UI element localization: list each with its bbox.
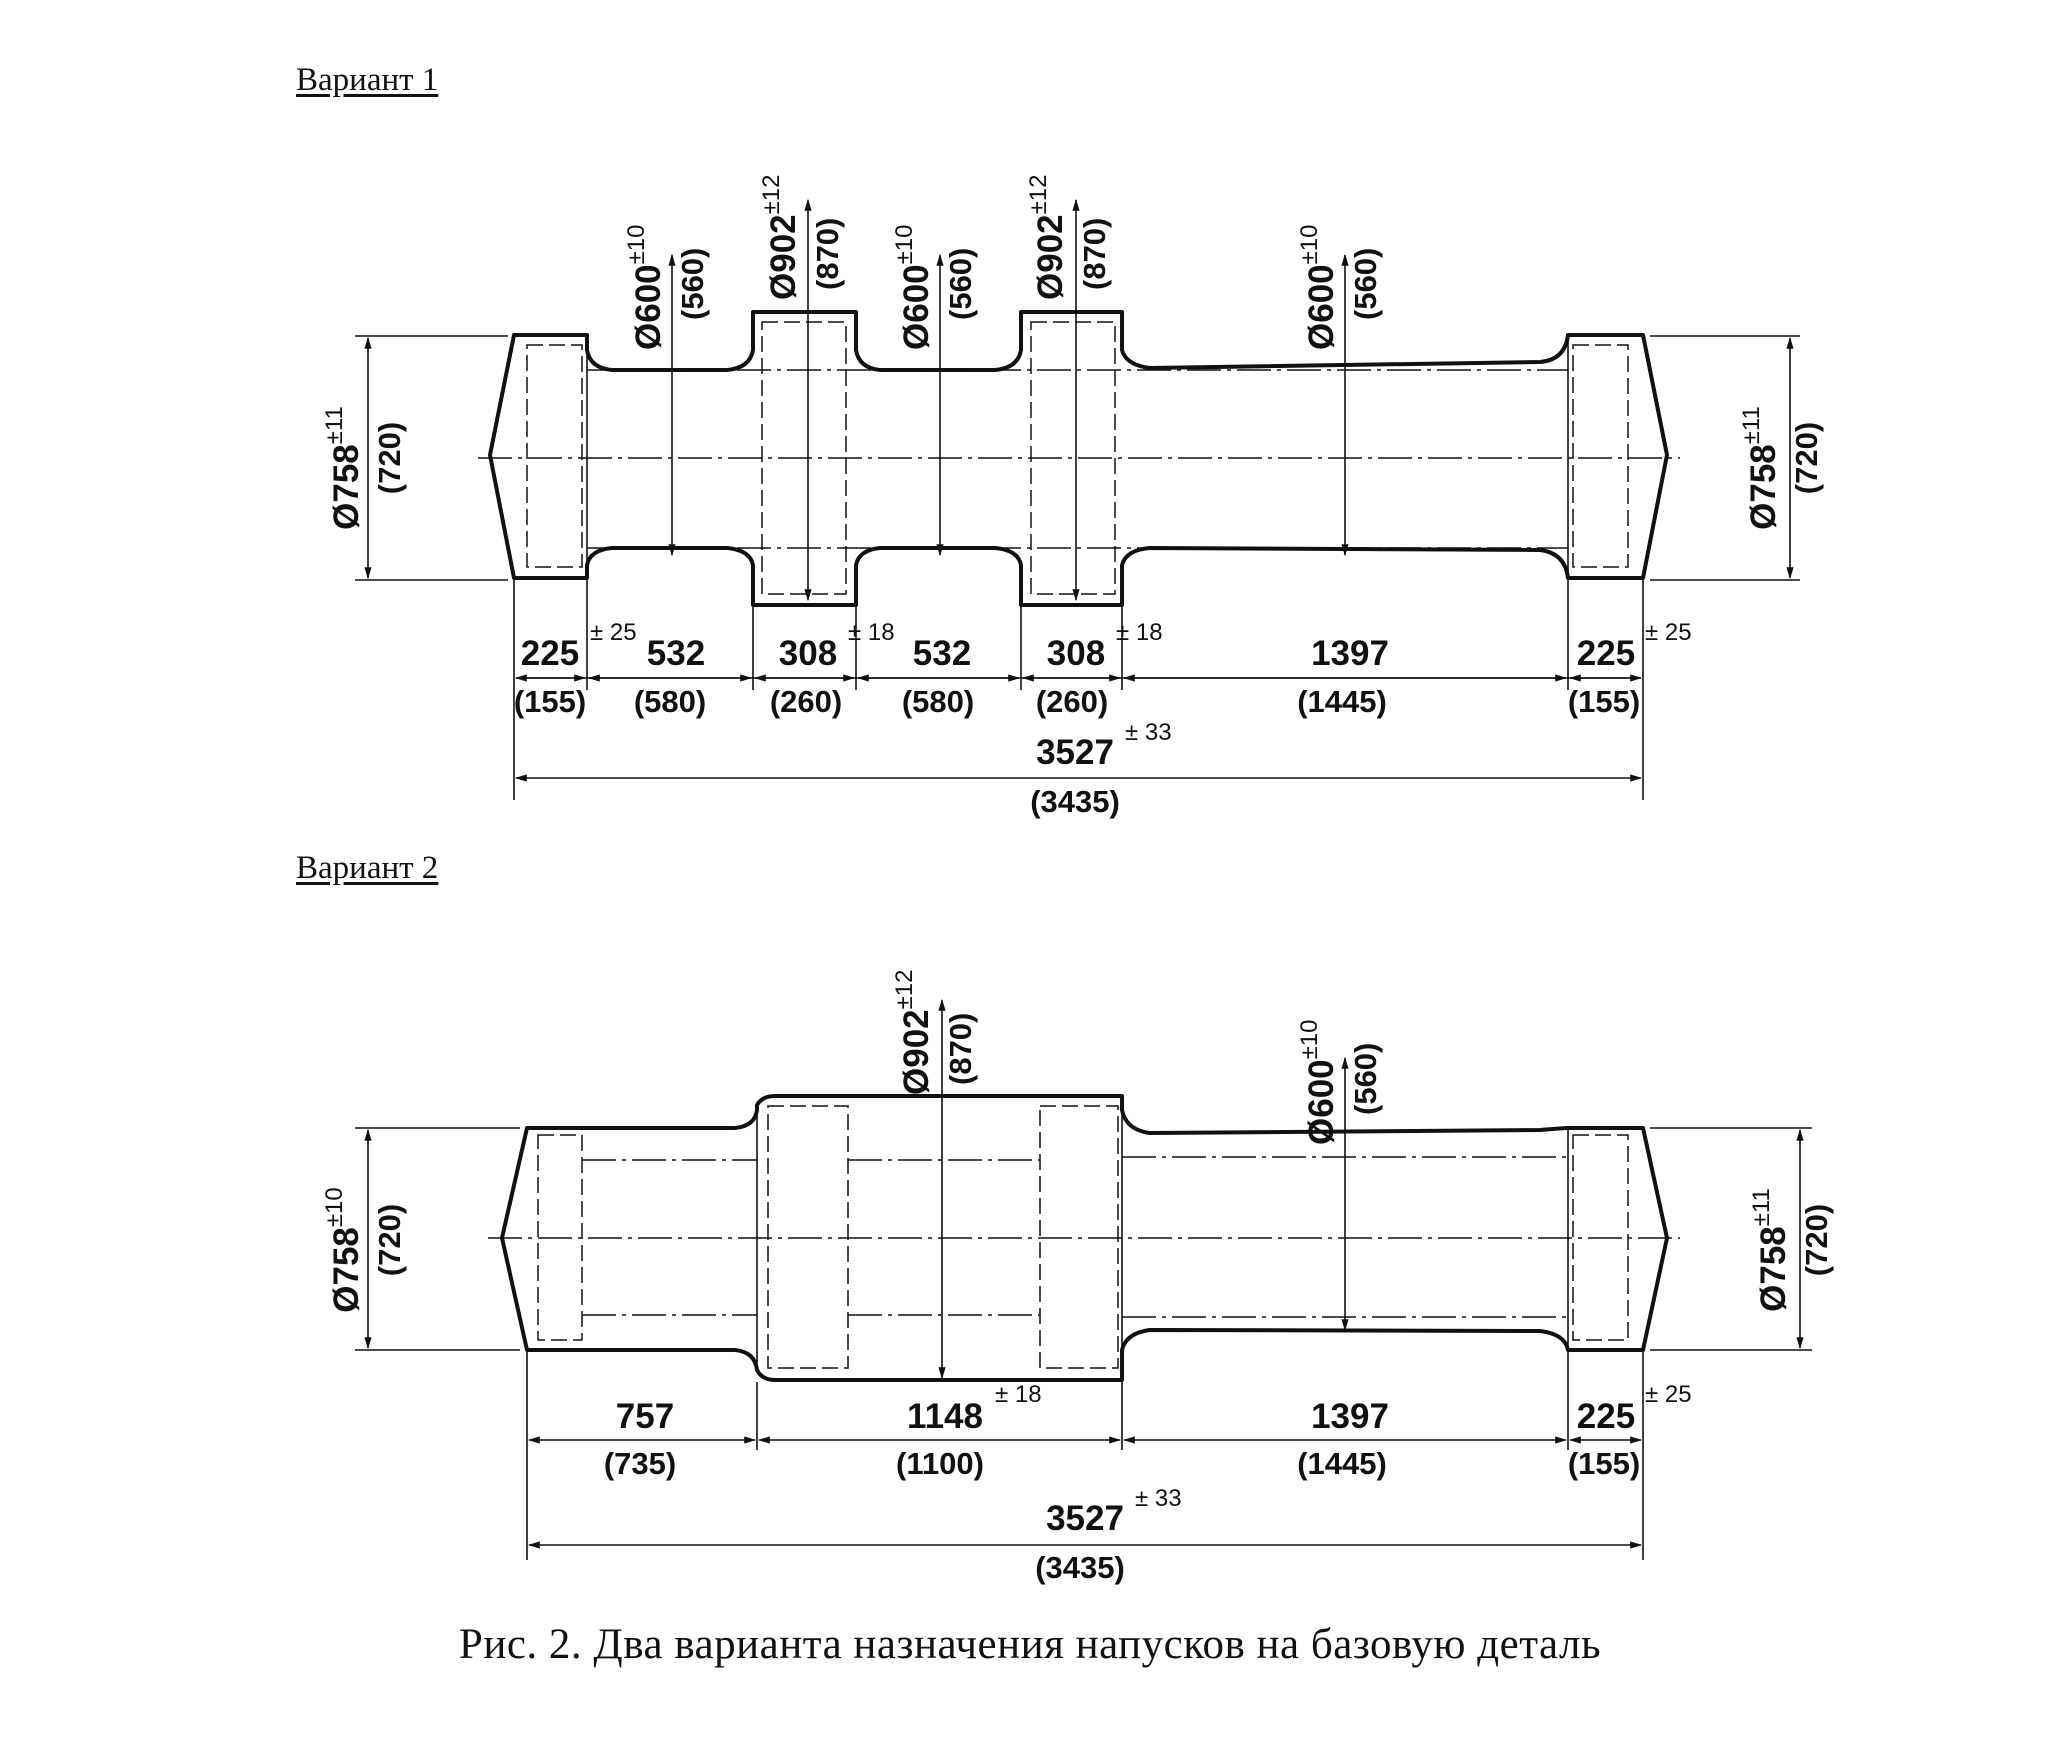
right-end-extension (1650, 1127, 1812, 1351)
len-1-value: 225 (521, 634, 579, 673)
variant-2-title: Вариант 2 (296, 850, 439, 886)
len-3-tol: ± 18 (848, 619, 895, 646)
len-4-tol: ± 25 (1645, 1381, 1692, 1408)
right-end-paren: (720) (1799, 1204, 1834, 1276)
len-4-paren: (580) (902, 684, 974, 719)
collar-1-paren: (870) (810, 218, 845, 290)
len-4-value: 532 (913, 634, 971, 673)
len-1-paren: (735) (604, 1446, 676, 1481)
figure-caption: Рис. 2. Два варианта назначения напусков… (458, 1621, 1602, 1668)
neck-2-paren: (560) (943, 248, 978, 320)
section-lines (756, 1110, 1569, 1370)
total-paren: (3435) (1035, 1550, 1125, 1585)
variant-1-title: Вариант 1 (296, 62, 439, 98)
left-end-dia: Ø758±11 (321, 406, 366, 530)
len-2-tol: ± 18 (995, 1381, 1042, 1408)
len-2-value: 532 (647, 634, 705, 673)
left-end-extension (355, 1127, 520, 1351)
len-2-paren: (580) (634, 684, 706, 719)
neck-2-dia: Ø600±10 (891, 225, 936, 351)
len-7-value: 225 (1577, 634, 1635, 673)
neck-paren: (560) (1348, 1043, 1383, 1115)
len-3-value: 308 (779, 634, 837, 673)
len-1-tol: ± 25 (590, 619, 637, 646)
len-7-tol: ± 25 (1645, 619, 1692, 646)
len-6-paren: (1445) (1297, 684, 1387, 719)
len-3-paren: (260) (770, 684, 842, 719)
length-extension-lines (526, 1352, 1644, 1560)
total-value: 3527 (1046, 1499, 1124, 1538)
right-end-dia: Ø758±11 (1738, 406, 1783, 530)
len-5-tol: ± 18 (1116, 619, 1163, 646)
collar-2-dia: Ø902±12 (1025, 175, 1070, 301)
finished-left-end (526, 344, 583, 568)
len-5-paren: (260) (1036, 684, 1108, 719)
right-end-dia: Ø758±11 (1748, 1188, 1793, 1312)
collar-paren: (870) (943, 1013, 978, 1085)
variant-2-drawing: Ø758±10 (720) Ø758±11 (720) Ø902±12 (870… (321, 970, 1834, 1586)
len-4-value: 225 (1577, 1397, 1635, 1436)
end-section-lines (586, 335, 1569, 578)
total-value: 3527 (1036, 733, 1114, 772)
len-1-value: 757 (616, 1397, 674, 1436)
shaft-outline (488, 310, 1669, 607)
right-end-extension (1650, 335, 1800, 581)
len-2-value: 1148 (907, 1397, 983, 1436)
len-3-value: 1397 (1311, 1397, 1389, 1436)
neck-3-paren: (560) (1348, 248, 1383, 320)
left-end-dia: Ø758±10 (321, 1187, 366, 1313)
finished-collar-right (1039, 1105, 1119, 1369)
left-end-paren: (720) (372, 422, 407, 494)
collar-dia: Ø902±12 (891, 970, 936, 1096)
finish-contour (587, 369, 1568, 549)
total-tol: ± 33 (1125, 719, 1172, 746)
neck-dia: Ø600±10 (1296, 1020, 1341, 1146)
finish-contour (582, 1156, 1568, 1318)
left-end-paren: (720) (372, 1204, 407, 1276)
neck-1-paren: (560) (675, 248, 710, 320)
length-extension-lines (513, 580, 1644, 800)
finished-right-end (1572, 344, 1629, 568)
total-paren: (3435) (1030, 784, 1120, 819)
len-5-value: 308 (1047, 634, 1105, 673)
len-1-paren: (155) (514, 684, 586, 719)
variant-1-drawing: Ø758±11 (720) Ø758±11 (720) Ø902±12 (870… (321, 175, 1824, 820)
len-4-paren: (155) (1568, 1446, 1640, 1481)
neck-1-dia: Ø600±10 (623, 225, 668, 351)
neck-3-dia: Ø600±10 (1296, 225, 1341, 351)
left-end-extension (355, 335, 508, 581)
len-6-value: 1397 (1311, 634, 1389, 673)
len-3-paren: (1445) (1297, 1446, 1387, 1481)
finished-collar-left (767, 1105, 849, 1369)
shaft-outline (500, 1094, 1669, 1382)
total-tol: ± 33 (1135, 1485, 1182, 1512)
len-2-paren: (1100) (896, 1446, 984, 1481)
len-7-paren: (155) (1568, 684, 1640, 719)
right-end-paren: (720) (1789, 422, 1824, 494)
collar-1-dia: Ø902±12 (758, 175, 803, 301)
collar-2-paren: (870) (1077, 218, 1112, 290)
